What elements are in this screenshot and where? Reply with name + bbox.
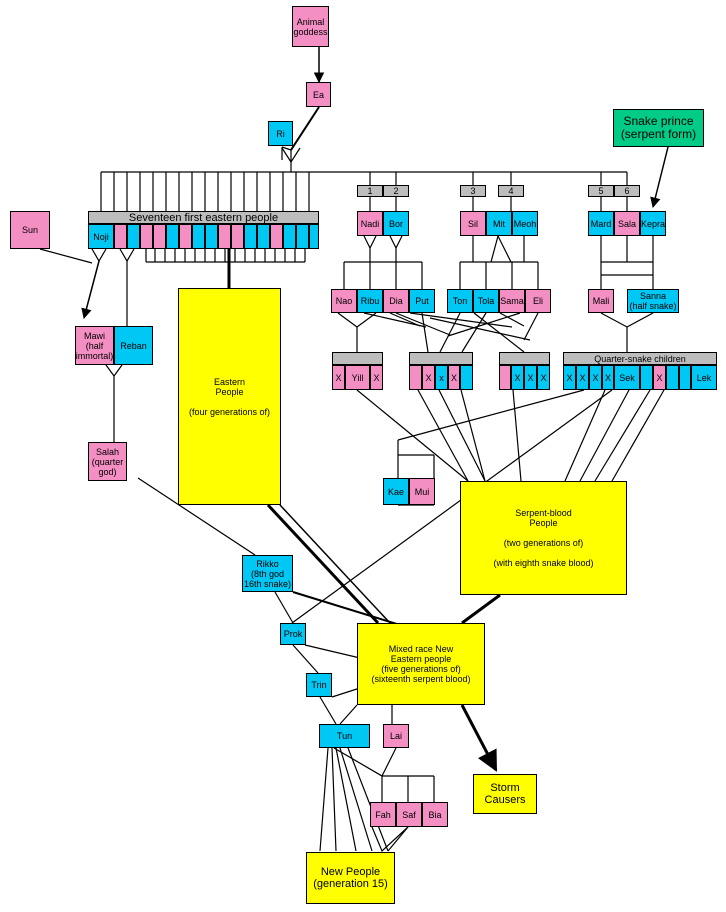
node-x: X bbox=[448, 365, 460, 390]
node-reban: Reban bbox=[114, 326, 153, 365]
node-mawi: Mawi (half immortal) bbox=[75, 326, 114, 365]
node-bia: Bia bbox=[422, 802, 448, 827]
node-new-people: New People (generation 15) bbox=[306, 852, 395, 904]
node-lai: Lai bbox=[383, 724, 409, 748]
node-serpent-blood-people: Serpent-blood People (two generations of… bbox=[460, 481, 627, 595]
eastern-person bbox=[218, 224, 231, 249]
node-nao: Nao bbox=[331, 289, 357, 313]
node-sanna: Sanna (half snake) bbox=[627, 289, 679, 313]
node-storm-causers: Storm Causers bbox=[473, 774, 537, 814]
node-x: X bbox=[332, 365, 345, 390]
person bbox=[640, 365, 653, 390]
person bbox=[409, 365, 422, 390]
node-meoh: Meoh bbox=[512, 211, 538, 236]
node-x: X bbox=[422, 365, 435, 390]
node-mard: Mard bbox=[588, 211, 614, 236]
node-mui: Mui bbox=[409, 478, 435, 505]
node-x: X bbox=[370, 365, 383, 390]
gen-marker-2: 2 bbox=[383, 185, 409, 197]
quarter-snake-header: Quarter-snake children bbox=[563, 352, 717, 365]
node-kepra: Kepra bbox=[640, 211, 666, 236]
eastern-person bbox=[166, 224, 179, 249]
node-nadi: Nadi bbox=[357, 211, 383, 236]
eastern-person bbox=[283, 224, 296, 249]
node-x: X bbox=[576, 365, 589, 390]
node-yill: Yill bbox=[345, 365, 370, 390]
gen-marker-3: 3 bbox=[460, 185, 486, 197]
eastern-person bbox=[244, 224, 257, 249]
node-eastern-people: Eastern People (four generations of) bbox=[178, 288, 281, 505]
node-mali: Mali bbox=[588, 289, 614, 313]
node-sun: Sun bbox=[10, 211, 50, 249]
node-saf: Saf bbox=[396, 802, 422, 827]
node-x: X bbox=[589, 365, 602, 390]
node-x: X bbox=[537, 365, 550, 390]
node-x: X bbox=[653, 365, 666, 390]
eastern-person bbox=[309, 224, 319, 249]
node-eli: Eli bbox=[525, 289, 551, 313]
node-snake-prince: Snake prince (serpent form) bbox=[613, 109, 704, 147]
node-x: X bbox=[524, 365, 537, 390]
node-mit: Mit bbox=[486, 211, 512, 236]
node-salah: Salah (quarter god) bbox=[88, 442, 127, 481]
node-ribu: Ribu bbox=[357, 289, 383, 313]
group-header bbox=[409, 352, 473, 365]
gen-marker-6: 6 bbox=[614, 185, 640, 197]
node-trin: Trin bbox=[306, 673, 332, 697]
node-sala: Sala bbox=[614, 211, 640, 236]
node-tola: Tola bbox=[473, 289, 499, 313]
node-animal-goddess: Animal goddess bbox=[292, 6, 329, 47]
node-sil: Sil bbox=[460, 211, 486, 236]
node-ea: Ea bbox=[306, 82, 331, 107]
eastern-person bbox=[153, 224, 166, 249]
node-mixed-race: Mixed race New Eastern people (five gene… bbox=[357, 623, 485, 705]
eastern-person bbox=[257, 224, 270, 249]
eastern-person bbox=[114, 224, 127, 249]
node-sek: Sek bbox=[614, 365, 640, 390]
node-sama: Sama bbox=[499, 289, 525, 313]
eastern-person bbox=[127, 224, 140, 249]
node-noji: Noji bbox=[88, 224, 114, 249]
eastern-person bbox=[270, 224, 283, 249]
eastern-person bbox=[296, 224, 309, 249]
gen-marker-1: 1 bbox=[357, 185, 383, 197]
person bbox=[666, 365, 679, 390]
node-kae: Kae bbox=[383, 478, 409, 505]
node-bor: Bor bbox=[383, 211, 409, 236]
person bbox=[499, 365, 511, 390]
person bbox=[679, 365, 691, 390]
node-ton: Ton bbox=[447, 289, 473, 313]
node-tun: Tun bbox=[319, 724, 370, 748]
eastern-person bbox=[179, 224, 192, 249]
node-x: X bbox=[563, 365, 576, 390]
person bbox=[460, 365, 473, 390]
node-fah: Fah bbox=[370, 802, 396, 827]
eastern-person bbox=[140, 224, 153, 249]
seventeen-header: Seventeen first eastern people bbox=[88, 211, 319, 224]
node-ri: Ri bbox=[268, 121, 293, 146]
eastern-person bbox=[205, 224, 218, 249]
node-x: x bbox=[435, 365, 448, 390]
eastern-person bbox=[231, 224, 244, 249]
node-x: X bbox=[511, 365, 524, 390]
group-header bbox=[332, 352, 383, 365]
gen-marker-4: 4 bbox=[498, 185, 524, 197]
node-put: Put bbox=[409, 289, 435, 313]
node-rikko: Rikko (8th god 16th snake) bbox=[242, 555, 293, 592]
gen-marker-5: 5 bbox=[588, 185, 614, 197]
group-header bbox=[499, 352, 550, 365]
node-dia: Dia bbox=[383, 289, 409, 313]
node-x: X bbox=[602, 365, 614, 390]
eastern-person bbox=[192, 224, 205, 249]
node-lek: Lek bbox=[691, 365, 717, 390]
node-prok: Prok bbox=[280, 623, 306, 645]
